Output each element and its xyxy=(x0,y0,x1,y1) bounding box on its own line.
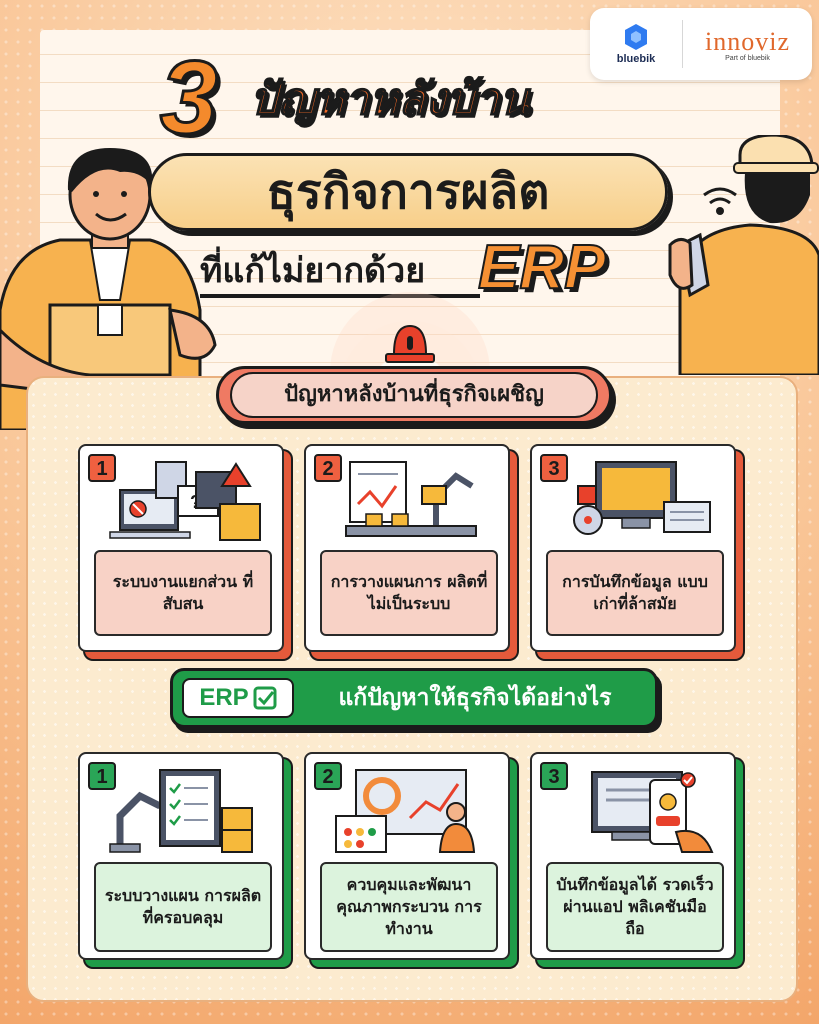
scattered-systems-icon: ? xyxy=(109,461,261,541)
title-line-2-pill xyxy=(148,153,668,231)
title-line-2: ธุรกิจการผลิต xyxy=(266,164,550,220)
solutions-header: แก้ปัญหาให้ธุรกิจได้อย่างไร xyxy=(338,685,612,711)
solution-label-2: ควบคุมและพัฒนา คุณภาพกระบวน การทำงาน xyxy=(320,862,498,952)
solution-number-1: 1 xyxy=(88,762,116,790)
old-records-icon xyxy=(573,461,711,535)
title-number: 3 xyxy=(159,40,220,156)
solution-number-2: 2 xyxy=(314,762,342,790)
problem-card-2: 2 การวางแผนการ ผลิตที่ไม่เป็นระบบ xyxy=(304,444,510,652)
problem-card-1: 1 ? ระบบงานแยกส่วน ที่สับสน xyxy=(78,444,284,652)
siren-icon xyxy=(385,324,435,363)
logo-card: bluebik innoviz Part of bluebik xyxy=(590,8,812,80)
innoviz-tagline: Part of bluebik xyxy=(725,54,770,62)
process-quality-icon xyxy=(335,769,476,853)
problem-card-3: 3 การบันทึกข้อมูล แบบเก่าที่ล้าสมัย xyxy=(530,444,736,652)
problem-label-2: การวางแผนการ ผลิตที่ไม่เป็นระบบ xyxy=(320,550,498,636)
problem-label-3: การบันทึกข้อมูล แบบเก่าที่ล้าสมัย xyxy=(546,550,724,636)
innoviz-wordmark: innoviz xyxy=(705,26,790,56)
title-line-1: ปัญหาหลังบ้าน xyxy=(249,73,530,126)
innoviz-logo: innoviz Part of bluebik xyxy=(683,27,812,62)
solution-card-1: 1 ระบบวางแผน การผลิต ที่ครอบคลุม xyxy=(78,752,284,960)
logo-divider xyxy=(682,20,683,68)
problems-header: ปัญหาหลังบ้านที่ธุรกิจเผชิญ xyxy=(230,372,598,418)
solution-card-2: 2 ควบคุมและพัฒนา คุณภาพกระบวน การทำงาน xyxy=(304,752,510,960)
title-line-3: ที่แก้ไม่ยากด้วย xyxy=(200,244,480,298)
problem-number-1: 1 xyxy=(88,454,116,482)
erp-badge-label: ERP xyxy=(199,684,249,711)
problem-number-2: 2 xyxy=(314,454,342,482)
solution-label-1: ระบบวางแผน การผลิต ที่ครอบคลุม xyxy=(94,862,272,952)
solution-card-3: 3 บันทึกข้อมูลได้ รวดเร็วผ่านแอป พลิเคชั… xyxy=(530,752,736,960)
bluebik-logo: bluebik xyxy=(590,23,682,65)
factory-planning-icon xyxy=(345,461,477,537)
bluebik-mark-icon xyxy=(625,23,647,50)
bluebik-wordmark: bluebik xyxy=(616,52,656,65)
problem-label-1: ระบบงานแยกส่วน ที่สับสน xyxy=(94,550,272,636)
solution-number-3: 3 xyxy=(540,762,568,790)
production-plan-icon xyxy=(109,769,253,853)
solution-label-3: บันทึกข้อมูลได้ รวดเร็วผ่านแอป พลิเคชันม… xyxy=(546,862,724,952)
checkbox-icon xyxy=(253,686,277,710)
title-erp-highlight: ERP xyxy=(477,233,606,302)
problem-number-3: 3 xyxy=(540,454,568,482)
erp-badge: ERP xyxy=(182,678,294,718)
engineer-with-tablet-illustration xyxy=(668,135,819,375)
mobile-app-icon xyxy=(591,771,714,853)
